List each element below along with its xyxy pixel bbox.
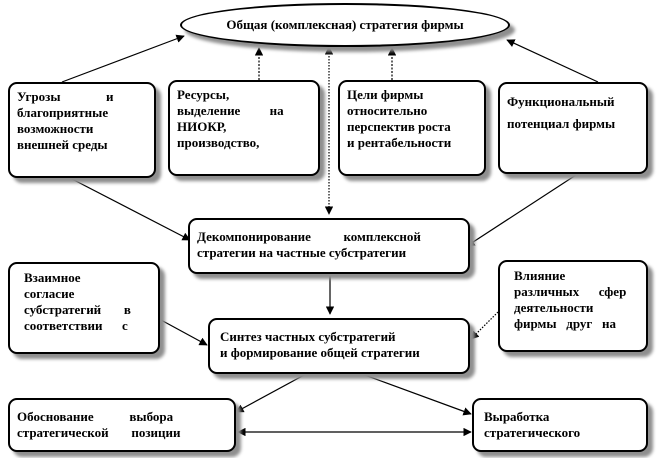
influence-box: Влияние различных сфер деятельности фирм… [498,260,648,352]
decompose-line-2: стратегии на частные субстратегии [197,245,407,260]
arrow-synthesis-to-justify [235,373,307,413]
threats-box: Угрозы и благоприятные возможности внешн… [8,82,156,178]
goals-line-3: перспектив роста [347,119,451,134]
synthesis-line-2: и формирование общей стратегии [220,345,420,360]
mutual-agreement-box: Взаимное согласие субстратегий в соответ… [8,262,160,354]
goals-line-1: Цели фирмы [347,87,424,102]
functional-line-2: потенциал фирмы [507,116,616,131]
resources-box: Ресурсы, выделение на НИОКР, производств… [168,80,320,176]
resources-line-4: производство, [177,135,260,150]
decompose-line-1: Декомпонирование комплексной [197,229,421,244]
resources-line-3: НИОКР, [177,119,227,134]
functional-box: Функциональный потенциал фирмы [498,82,648,174]
develop-strategy-box: Выработка стратегического [472,398,648,452]
justify-line-2: стратегической позиции [17,425,181,440]
mutual-line-2: согласие [24,286,75,301]
resources-line-2: выделение на [177,103,284,118]
goals-line-4: и рентабельности [347,135,452,150]
justify-position-box: Обоснование выбора стратегической позици… [8,398,236,452]
arrow-threats-to-strategy [61,34,185,83]
overall-strategy-title: Общая (комплексная) стратегия фирмы [226,17,464,32]
goals-box: Цели фирмы относительно перспектив роста… [338,80,486,176]
influence-line-4: фирмы друг на [514,316,617,331]
develop-line-1: Выработка [484,409,550,424]
arrow-functional-to-decompose [466,174,577,247]
functional-line-1: Функциональный [507,94,615,109]
justify-line-1: Обоснование выбора [17,409,174,424]
arrow-functional-to-strategy [506,39,599,83]
mutual-line-1: Взаимное [24,270,81,285]
synthesis-box: Синтез частных субстратегий и формирован… [208,318,470,374]
develop-line-2: стратегического [484,425,581,440]
influence-line-3: деятельности [514,300,594,315]
goals-line-2: относительно [347,103,428,118]
threats-line-2: благоприятные [17,105,109,120]
influence-line-1: Влияние [514,268,566,283]
decompose-box: Декомпонирование комплексной стратегии н… [188,218,470,274]
threats-line-4: внешней среды [17,137,108,152]
arrow-threats-to-decompose [69,177,191,241]
mutual-line-4: соответствии с [24,318,128,333]
threats-line-1: Угрозы и [17,89,114,104]
resources-line-1: Ресурсы, [177,87,230,102]
synthesis-line-1: Синтез частных субстратегий [220,329,396,344]
overall-strategy-oval: Общая (комплексная) стратегия фирмы [180,3,510,47]
threats-line-3: возможности [17,121,94,136]
influence-line-2: различных сфер [514,284,627,299]
arrow-influence-to-synthesis [470,311,499,340]
arrow-mutual-to-synthesis [160,319,208,346]
arrow-synthesis-to-develop [361,373,472,416]
mutual-line-3: субстратегий в [24,302,131,317]
